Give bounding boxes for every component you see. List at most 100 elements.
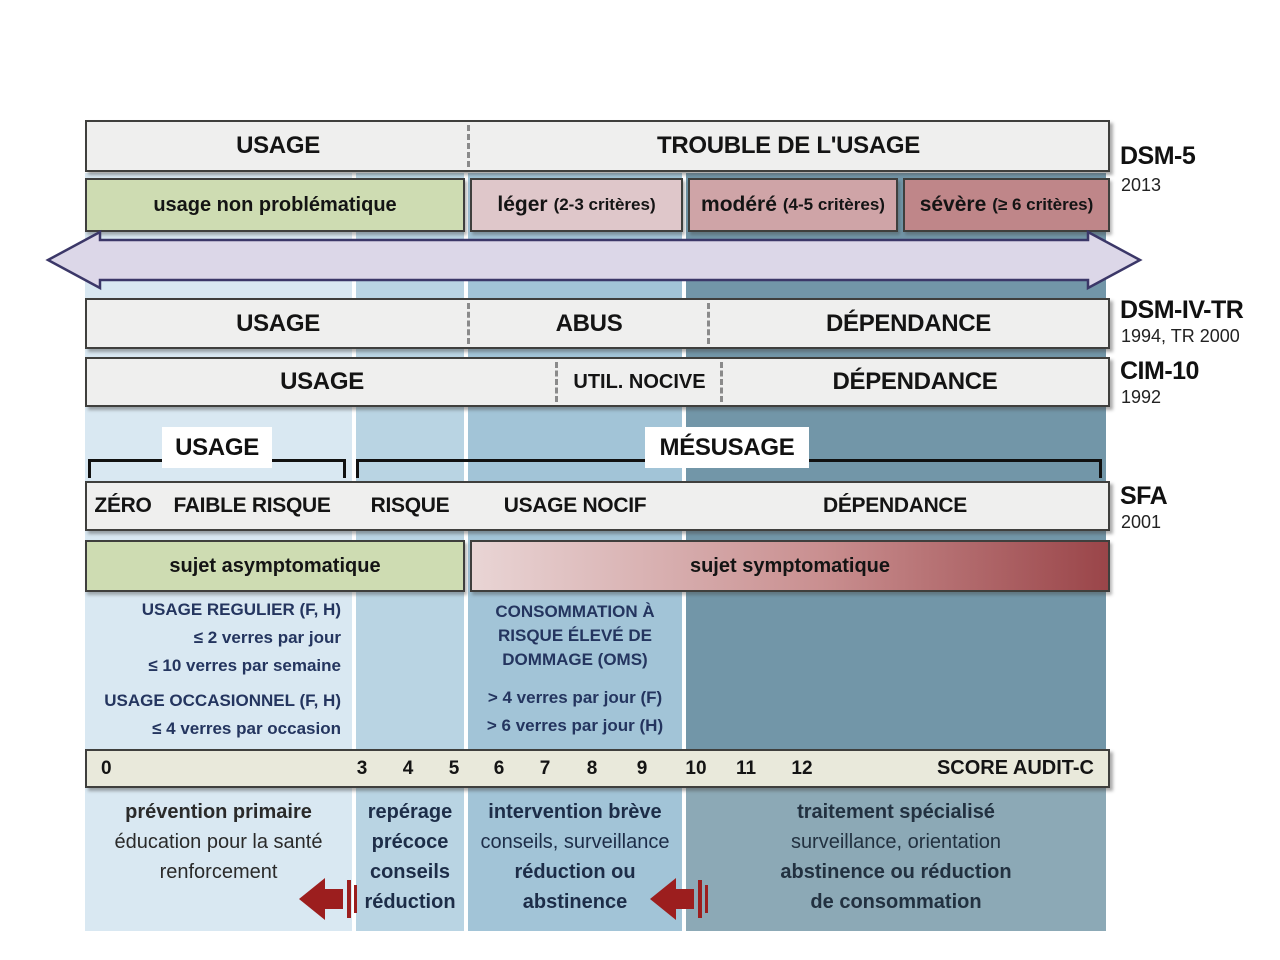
dsm5-row: USAGE TROUBLE DE L'USAGE bbox=[85, 120, 1110, 172]
conso-risque-eleve-block: CONSOMMATION À RISQUE ÉLEVÉ DE DOMMAGE (… bbox=[468, 600, 682, 740]
cim10-cell-usage: USAGE bbox=[87, 359, 557, 405]
score-tick-7: 7 bbox=[539, 757, 551, 779]
intervention-line: réduction ou bbox=[514, 861, 636, 883]
traitement-specialise-block: traitement spécialisé surveillance, orie… bbox=[686, 797, 1106, 917]
sujet-asymptomatique-label: sujet asymptomatique bbox=[169, 554, 381, 577]
mesusage-bracket-tick-right bbox=[1099, 459, 1102, 478]
severity-non-problematique-box: usage non problématique bbox=[85, 178, 465, 232]
score-tick-3: 3 bbox=[356, 757, 368, 779]
score-tick-0: 0 bbox=[101, 757, 112, 779]
modere-criteria: (4-5 critères) bbox=[782, 195, 885, 214]
conso-line: USAGE OCCASIONNEL (F, H) bbox=[104, 691, 341, 710]
leger-label: léger bbox=[497, 193, 548, 216]
dsm4-cell-dependance: DÉPENDANCE bbox=[709, 300, 1108, 347]
mesusage-bracket-text: MÉSUSAGE bbox=[659, 433, 795, 461]
audit-c-score-bar: 0 3 4 5 6 7 8 9 10 11 12 SCORE AUDIT-C bbox=[85, 749, 1110, 788]
conso-line: ≤ 10 verres par semaine bbox=[148, 656, 341, 675]
intervention-line: renforcement bbox=[159, 861, 278, 883]
sfa-faible-risque-label: FAIBLE RISQUE bbox=[173, 494, 331, 517]
intervention-line: repérage bbox=[367, 801, 453, 823]
score-tick-9: 9 bbox=[636, 757, 648, 779]
dsm5-divider bbox=[467, 125, 470, 167]
prevention-primaire-block: prévention primaire éducation pour la sa… bbox=[85, 797, 352, 887]
conso-line: RISQUE ÉLEVÉ DE bbox=[498, 626, 652, 645]
sfa-side-year: 2001 bbox=[1121, 512, 1162, 532]
continuum-double-arrow bbox=[45, 229, 1143, 291]
score-tick-8: 8 bbox=[586, 757, 598, 779]
intervention-line: traitement spécialisé bbox=[797, 801, 995, 823]
cim10-nocive-label: UTIL. NOCIVE bbox=[573, 370, 706, 393]
dsm4-side-year: 1994, TR 2000 bbox=[1121, 326, 1240, 346]
conso-line: CONSOMMATION À bbox=[495, 602, 655, 621]
red-left-arrow-reperage bbox=[299, 878, 357, 920]
dsm4-dependance-label: DÉPENDANCE bbox=[825, 309, 992, 337]
cim10-usage-label: USAGE bbox=[280, 368, 364, 395]
score-tick-6: 6 bbox=[493, 757, 505, 779]
usage-bracket-text: USAGE bbox=[175, 433, 259, 461]
conso-line: ≤ 4 verres par occasion bbox=[152, 719, 341, 738]
sujet-asymptomatique-box: sujet asymptomatique bbox=[85, 540, 465, 592]
dsm4-divider-1 bbox=[467, 303, 470, 344]
dsm5-cell-usage: USAGE bbox=[87, 122, 469, 170]
cim10-cell-nocive: UTIL. NOCIVE bbox=[557, 359, 722, 405]
intervention-line: précoce bbox=[371, 831, 449, 853]
mesusage-bracket-label: MÉSUSAGE bbox=[645, 427, 809, 468]
dsm4-row: USAGE ABUS DÉPENDANCE bbox=[85, 298, 1110, 349]
intervention-line: conseils, surveillance bbox=[480, 831, 670, 853]
dsm4-abus-label: ABUS bbox=[555, 309, 623, 337]
dsm5-usage-label: USAGE bbox=[236, 132, 320, 159]
conso-usage-regulier-block: USAGE REGULIER (F, H) ≤ 2 verres par jou… bbox=[85, 596, 341, 743]
sfa-zero-label: ZÉRO bbox=[94, 494, 152, 517]
dsm4-cell-usage: USAGE bbox=[87, 300, 469, 347]
dsm5-side-label: DSM-5 bbox=[1120, 142, 1196, 170]
sujet-symptomatique-box: sujet symptomatique bbox=[470, 540, 1110, 592]
dsm4-divider-2 bbox=[707, 303, 710, 344]
conso-line: DOMMAGE (OMS) bbox=[502, 650, 648, 669]
conso-line: ≤ 2 verres par jour bbox=[193, 628, 341, 647]
cim10-row: USAGE UTIL. NOCIVE DÉPENDANCE bbox=[85, 357, 1110, 407]
score-tick-4: 4 bbox=[402, 757, 414, 779]
score-audit-c-label: SCORE AUDIT-C bbox=[936, 757, 1094, 779]
usage-bracket-tick-right bbox=[343, 459, 346, 478]
conso-line: USAGE REGULIER (F, H) bbox=[141, 600, 341, 619]
score-tick-5: 5 bbox=[448, 757, 460, 779]
severity-severe-box: sévère (≥ 6 critères) bbox=[903, 178, 1110, 232]
cim10-dependance-label: DÉPENDANCE bbox=[832, 368, 998, 395]
red-left-arrow-intervention bbox=[650, 878, 708, 920]
dsm4-side-label: DSM-IV-TR bbox=[1120, 296, 1244, 324]
sfa-row: ZÉRO FAIBLE RISQUE RISQUE USAGE NOCIF DÉ… bbox=[85, 481, 1110, 531]
usage-bracket-tick-left bbox=[88, 459, 91, 478]
mesusage-bracket-tick-left bbox=[356, 459, 359, 478]
intervention-line: intervention brève bbox=[488, 801, 662, 823]
score-tick-11: 11 bbox=[735, 757, 757, 779]
dsm4-cell-abus: ABUS bbox=[469, 300, 709, 347]
intervention-line: éducation pour la santé bbox=[114, 831, 323, 853]
cim10-side-year: 1992 bbox=[1121, 387, 1162, 407]
usage-bracket-label: USAGE bbox=[162, 427, 272, 468]
sfa-risque-label: RISQUE bbox=[370, 494, 450, 517]
dsm5-cell-trouble: TROUBLE DE L'USAGE bbox=[469, 122, 1108, 170]
non-problematique-label: usage non problématique bbox=[153, 193, 397, 216]
intervention-line: surveillance, orientation bbox=[790, 831, 1002, 853]
severity-modere-box: modéré (4-5 critères) bbox=[688, 178, 898, 232]
intervention-line: prévention primaire bbox=[125, 801, 312, 823]
sfa-usage-nocif-label: USAGE NOCIF bbox=[503, 494, 647, 517]
severe-label: sévère bbox=[919, 193, 987, 216]
intervention-line: abstinence bbox=[522, 891, 628, 913]
reperage-precoce-block: repérage précoce conseils réduction bbox=[356, 797, 464, 917]
leger-criteria: (2-3 critères) bbox=[553, 195, 656, 214]
dsm4-usage-label: USAGE bbox=[236, 309, 320, 337]
severe-criteria: (≥ 6 critères) bbox=[992, 195, 1094, 214]
intervention-breve-block: intervention brève conseils, surveillanc… bbox=[468, 797, 682, 917]
sujet-symptomatique-label: sujet symptomatique bbox=[689, 554, 891, 577]
cim10-divider-1 bbox=[555, 362, 558, 402]
score-tick-12: 12 bbox=[791, 757, 813, 779]
sfa-side-label: SFA bbox=[1120, 482, 1168, 510]
severity-leger-box: léger (2-3 critères) bbox=[470, 178, 683, 232]
modere-label: modéré bbox=[701, 193, 777, 216]
intervention-line: abstinence ou réduction bbox=[780, 861, 1012, 883]
sfa-dependance-label: DÉPENDANCE bbox=[822, 494, 968, 517]
cim10-divider-2 bbox=[720, 362, 723, 402]
intervention-line: réduction bbox=[364, 891, 456, 913]
